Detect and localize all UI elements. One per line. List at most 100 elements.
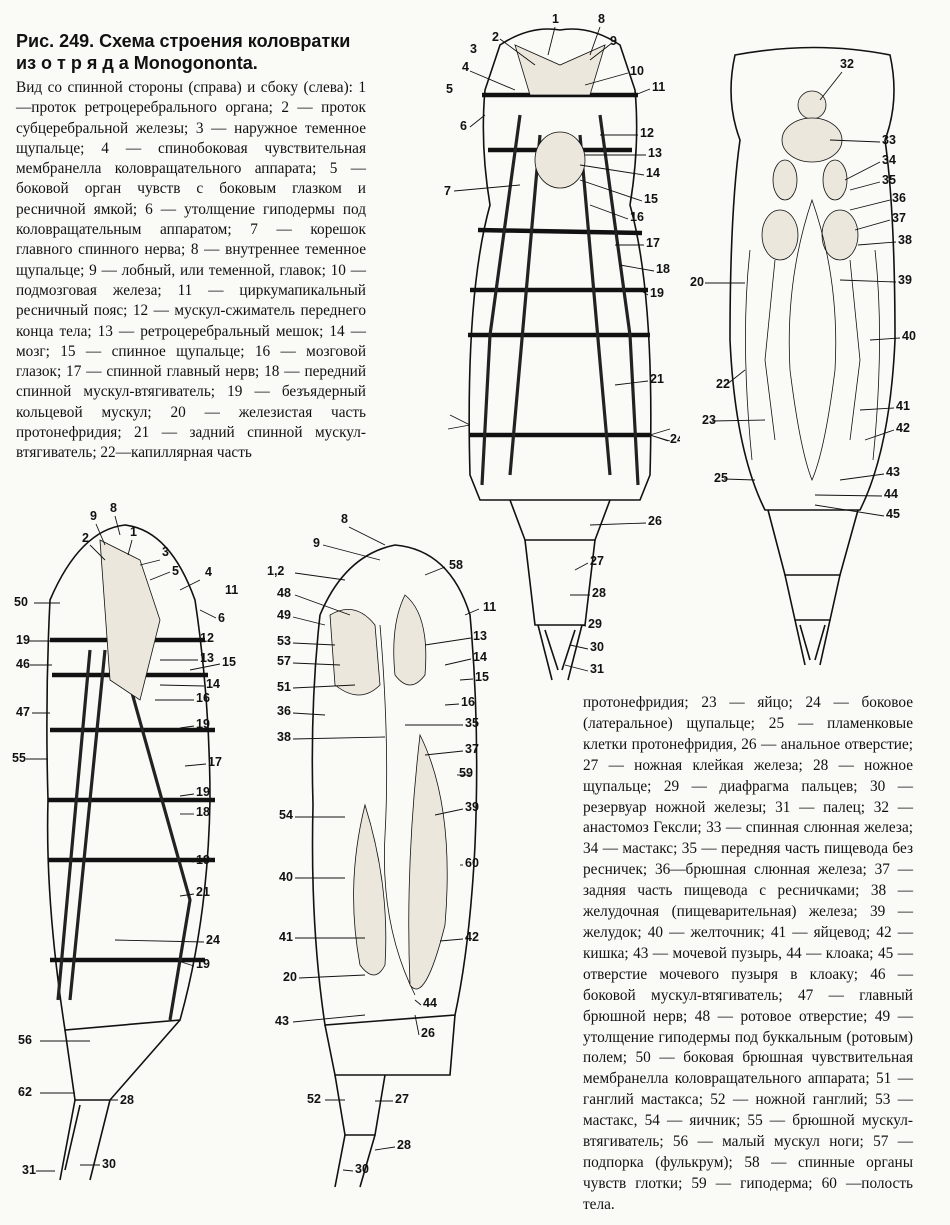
label-39: 39 xyxy=(465,800,479,814)
label-34: 34 xyxy=(882,153,896,167)
label-8: 8 xyxy=(598,12,605,26)
leader-line xyxy=(424,637,472,646)
label-44: 44 xyxy=(423,996,437,1010)
label-11: 11 xyxy=(225,583,238,597)
leader-line xyxy=(579,179,643,202)
label-22: 22 xyxy=(716,377,730,391)
label-58: 58 xyxy=(449,558,463,572)
leader-line xyxy=(179,725,195,729)
leader-line xyxy=(829,139,881,143)
label-49: 49 xyxy=(277,608,291,622)
label-14: 14 xyxy=(473,650,487,664)
label-7: 7 xyxy=(444,184,451,198)
leader-line xyxy=(114,515,121,536)
dorsal-muscles-labels: 1234567891011121314151617181921242627282… xyxy=(444,12,680,676)
label-5: 5 xyxy=(172,564,179,578)
label-41: 41 xyxy=(896,399,910,413)
leader-line xyxy=(294,594,351,616)
leader-line xyxy=(342,1169,354,1172)
leader-line xyxy=(864,429,895,441)
leader-line xyxy=(839,473,885,481)
leader-line xyxy=(849,199,891,211)
leader-line xyxy=(819,71,843,101)
label-17: 17 xyxy=(208,755,222,769)
label-37: 37 xyxy=(892,211,906,225)
label-47: 47 xyxy=(16,705,30,719)
leader-line xyxy=(849,181,881,191)
label-39: 39 xyxy=(898,273,912,287)
label-9: 9 xyxy=(313,536,320,550)
label-33: 33 xyxy=(882,133,896,147)
leader-line xyxy=(859,407,895,411)
label-40: 40 xyxy=(902,329,916,343)
leader-line xyxy=(159,684,205,687)
label-3: 3 xyxy=(470,42,477,56)
leader-line xyxy=(725,369,746,386)
label-54: 54 xyxy=(279,808,293,822)
label-46: 46 xyxy=(16,657,30,671)
leader-line xyxy=(649,434,669,442)
leader-line xyxy=(547,26,556,56)
label-43: 43 xyxy=(275,1014,289,1028)
leader-line xyxy=(292,1014,366,1023)
label-53: 53 xyxy=(277,634,291,648)
leader-line xyxy=(574,562,589,571)
label-30: 30 xyxy=(590,640,604,654)
leader-line xyxy=(292,684,356,689)
label-40: 40 xyxy=(279,870,293,884)
label-6: 6 xyxy=(218,611,225,625)
label-2: 2 xyxy=(82,531,89,545)
label-21: 21 xyxy=(650,372,664,386)
leader-line xyxy=(414,999,422,1006)
leader-line xyxy=(292,616,326,626)
figure-title: Рис. 249. Схема строения коловратки из о… xyxy=(16,31,351,73)
label-14: 14 xyxy=(646,166,660,180)
label-35: 35 xyxy=(882,173,896,187)
label-38: 38 xyxy=(898,233,912,247)
label-15: 15 xyxy=(222,655,236,669)
label-16: 16 xyxy=(196,691,210,705)
label-28: 28 xyxy=(592,586,606,600)
label-16: 16 xyxy=(461,695,475,709)
label-44: 44 xyxy=(884,487,898,501)
leader-line xyxy=(424,566,446,576)
label-19: 19 xyxy=(650,286,664,300)
label-24: 24 xyxy=(670,432,680,446)
label-43: 43 xyxy=(886,465,900,479)
label-8: 8 xyxy=(341,512,348,526)
label-6: 6 xyxy=(460,119,467,133)
leader-line xyxy=(322,544,381,561)
leader-line xyxy=(869,337,901,341)
label-27: 27 xyxy=(590,554,604,568)
leader-line xyxy=(424,750,464,756)
leader-line xyxy=(179,579,201,591)
label-20: 20 xyxy=(690,275,704,289)
leader-line xyxy=(294,572,346,581)
label-31: 31 xyxy=(590,662,604,676)
leader-line xyxy=(444,703,460,706)
label-4: 4 xyxy=(462,60,469,74)
leader-line xyxy=(857,241,897,246)
leader-line xyxy=(348,526,386,546)
label-19: 19 xyxy=(196,853,210,867)
label-19: 19 xyxy=(196,957,210,971)
label-42: 42 xyxy=(465,930,479,944)
label-52: 52 xyxy=(307,1092,321,1106)
label-62: 62 xyxy=(18,1085,32,1099)
label-37: 37 xyxy=(465,742,479,756)
leader-line xyxy=(199,609,217,619)
leader-line xyxy=(854,219,891,231)
label-13: 13 xyxy=(648,146,662,160)
label-14: 14 xyxy=(206,677,220,691)
leader-line xyxy=(439,938,464,942)
label-21: 21 xyxy=(196,885,210,899)
leader-line xyxy=(292,642,336,646)
leader-line xyxy=(139,559,161,566)
leader-line xyxy=(723,478,756,481)
leader-line xyxy=(619,264,655,272)
label-41: 41 xyxy=(279,930,293,944)
